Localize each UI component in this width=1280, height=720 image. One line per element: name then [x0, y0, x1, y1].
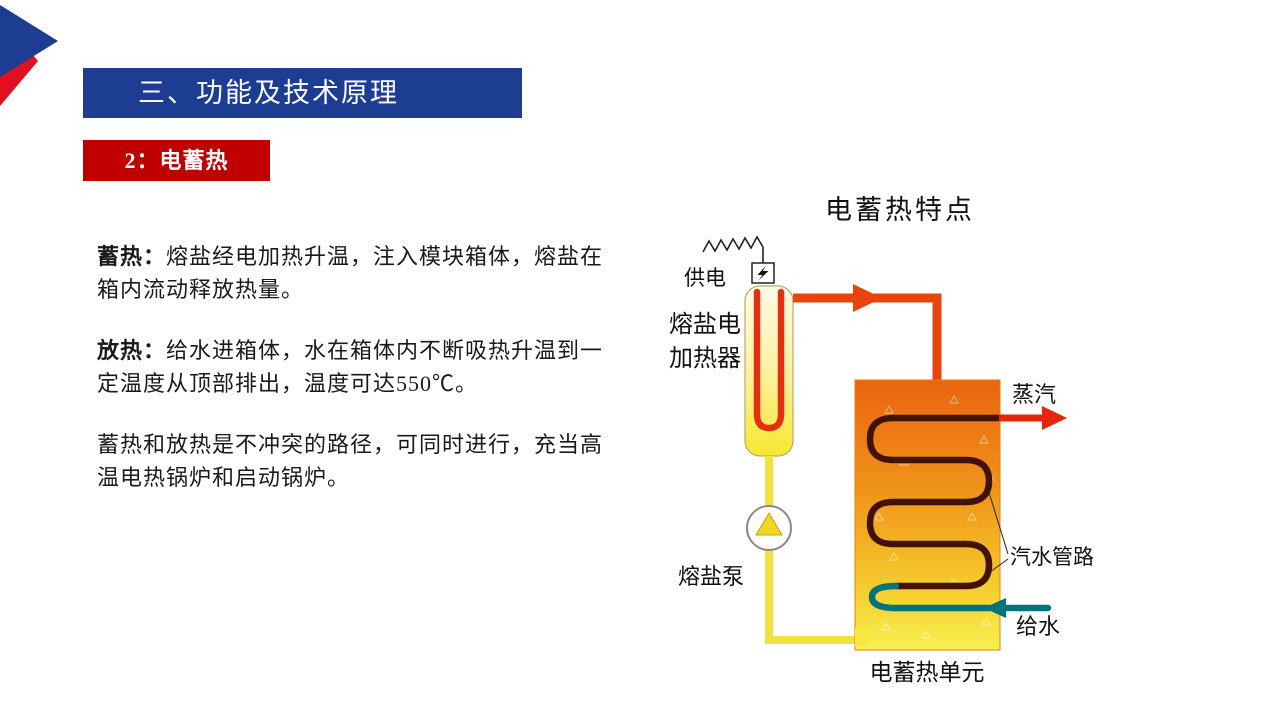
resistor-zigzag-icon: [702, 235, 764, 253]
slide-title: 三、功能及技术原理: [138, 78, 399, 108]
power-supply: 供电: [684, 235, 775, 290]
heater-label-line2: 加热器: [669, 345, 741, 372]
diagram-title: 电蓄热特点: [825, 195, 975, 225]
slide-title-bar: 三、功能及技术原理: [83, 68, 522, 118]
section-badge-label: 2：电蓄热: [124, 148, 229, 173]
tank-inlet: [855, 628, 869, 646]
pipeline-label: 汽水管路: [1010, 545, 1094, 569]
pump-label: 熔盐泵: [678, 564, 744, 589]
paragraph-heat-storage: 蓄热：熔盐经电加热升温，注入模块箱体，熔盐在箱内流动释放热量。: [97, 240, 609, 306]
body-text: 蓄热：熔盐经电加热升温，注入模块箱体，熔盐在箱内流动释放热量。 放热：给水进箱体…: [97, 240, 609, 522]
steam-label: 蒸汽: [1012, 382, 1056, 407]
pipeline-leader-1: [986, 485, 1009, 555]
heat-storage-diagram: 供电 熔盐电 加热器 熔盐泵: [669, 235, 1094, 685]
tank-label: 电蓄热单元: [870, 660, 985, 685]
paragraph-lead: 放热：: [97, 338, 167, 363]
paragraph-heat-release: 放热：给水进箱体，水在箱体内不断吸热升温到一定温度从顶部排出，温度可达550℃。: [97, 334, 609, 400]
steam-arrow: [1042, 406, 1067, 430]
heater-label-line1: 熔盐电: [669, 311, 741, 338]
hot-pipe-arrow: [853, 284, 882, 312]
hot-pipe: [793, 293, 942, 386]
molten-salt-heater: 熔盐电 加热器: [669, 285, 794, 457]
section-badge: 2：电蓄热: [83, 140, 270, 181]
pipeline-leader-2: [989, 558, 1009, 573]
pump-arrow-icon: [755, 512, 783, 536]
pump-pipe-lower: [765, 548, 864, 644]
power-supply-label: 供电: [684, 266, 726, 290]
paragraph-text: 熔盐经电加热升温，注入模块箱体，熔盐在箱内流动释放热量。: [97, 244, 604, 302]
feed-water-arrow: [984, 598, 1006, 618]
feed-water-pipe: [868, 582, 1052, 612]
molten-salt-loop: 熔盐泵: [678, 456, 864, 644]
steam-water-coil: 蒸汽 汽水管路 给水: [866, 382, 1094, 639]
coil-path: [866, 414, 1003, 590]
heater-element: [753, 288, 785, 432]
paragraph-lead: 蓄热：: [97, 244, 167, 269]
feed-water-label: 给水: [1016, 614, 1060, 639]
lightning-icon: [757, 265, 769, 281]
hot-salt-pipe: [793, 284, 942, 386]
paragraph-text: 蓄热和放热是不冲突的路径，可同时进行，充当高温电热锅炉和启动锅炉。: [97, 432, 604, 490]
paragraph-note: 蓄热和放热是不冲突的路径，可同时进行，充当高温电热锅炉和启动锅炉。: [97, 428, 609, 494]
paragraph-text: 给水进箱体，水在箱体内不断吸热升温到一定温度从顶部排出，温度可达550℃。: [97, 338, 604, 396]
